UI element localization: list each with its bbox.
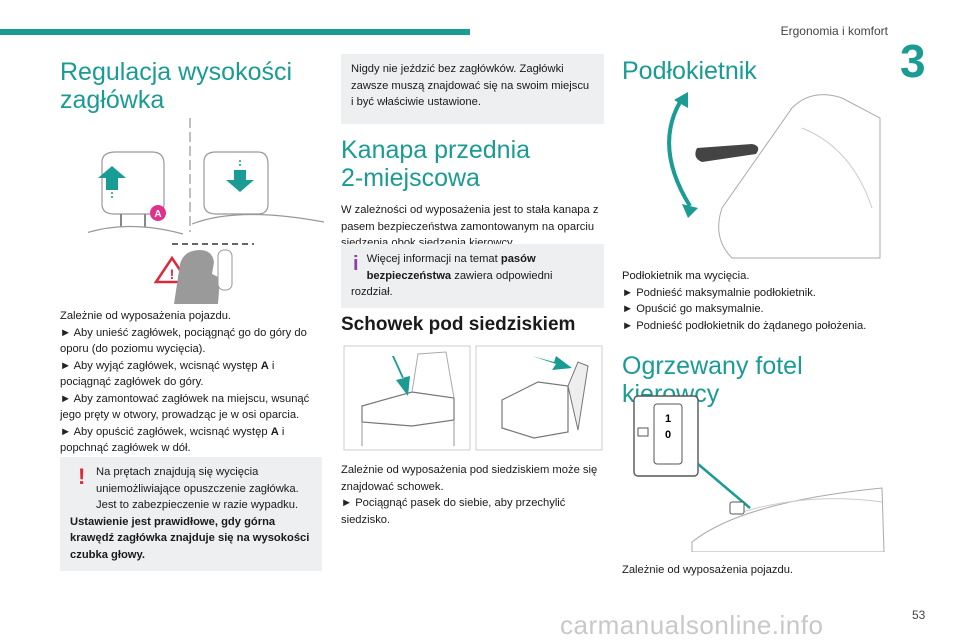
bench-title-line1: Kanapa przednia bbox=[341, 136, 531, 164]
armrest-heading-wrap: Podłokietnik bbox=[622, 57, 892, 85]
arrow-up-icon bbox=[98, 166, 126, 190]
heated-seat-illustration: 1 0 bbox=[633, 395, 885, 552]
label-a-badge bbox=[150, 205, 166, 221]
warning-row: ! Na prętach znajdują się wycięcia uniem… bbox=[70, 464, 312, 514]
storage-title: Schowek pod siedziskiem bbox=[341, 314, 576, 335]
heated-seat-text: Zależnie od wyposażenia pojazdu. bbox=[622, 562, 892, 579]
armrest-shape bbox=[695, 144, 759, 162]
bench-title: Kanapa przednia 2-miejscowa bbox=[341, 136, 604, 192]
seat-heat-icon bbox=[637, 427, 649, 437]
warning-exclamation-icon: ! bbox=[78, 464, 86, 489]
warning-text-2: Ustawienie jest prawidłowe, gdy górna kr… bbox=[70, 515, 310, 561]
headrest-bullet-2: ► Aby wyjąć zagłówek, wcisnąć występ A i… bbox=[60, 359, 275, 389]
headrest-title-line1: Regulacja wysokości bbox=[60, 58, 293, 86]
armrest-bullet-2: ► Opuścić go maksymalnie. bbox=[622, 303, 764, 315]
chapter-number: 3 bbox=[900, 35, 926, 87]
headrest-illustration: A ! bbox=[88, 118, 324, 304]
armrest-illustration bbox=[667, 92, 881, 259]
headrest-text: Zależnie od wyposażenia pojazdu. ► Aby u… bbox=[60, 308, 322, 457]
storage-description: Zależnie od wyposażenia pod siedziskiem … bbox=[341, 464, 598, 493]
arc-arrow-top-icon bbox=[674, 92, 688, 108]
label-a-text: A bbox=[154, 209, 161, 220]
head-silhouette bbox=[174, 250, 220, 304]
heat-button-icon bbox=[729, 501, 745, 515]
heated-seat-note: Zależnie od wyposażenia pojazdu. bbox=[622, 564, 794, 576]
armrest-title: Podłokietnik bbox=[622, 57, 757, 85]
arrow-down-icon bbox=[226, 170, 254, 192]
headrest-bullet-3: ► Aby zamontować zagłówek na miejscu, ws… bbox=[60, 392, 310, 422]
storage-heading-wrap: Schowek pod siedziskiem bbox=[341, 314, 604, 336]
headrest-bullet-4: ► Aby opuścić zagłówek, wcisnąć występ A… bbox=[60, 425, 285, 455]
watermark: carmanualsonline.info bbox=[560, 610, 824, 640]
storage-illustration bbox=[343, 345, 603, 451]
svg-text:!: ! bbox=[170, 266, 175, 282]
warning-text-1: Na prętach znajdują się wycięcia uniemoż… bbox=[96, 466, 299, 511]
info-text-a: Więcej informacji na temat bbox=[366, 253, 501, 265]
armrest-intro: Podłokietnik ma wycięcia. bbox=[622, 270, 750, 282]
armrest-bullet-1: ► Podnieść maksymalnie podłokietnik. bbox=[622, 286, 816, 299]
seatbelt-info-box: i Więcej informacji na temat pasów bezpi… bbox=[341, 244, 604, 308]
switch-level-1: 1 bbox=[665, 413, 671, 425]
info-text-c: zawiera odpowiedni rozdział. bbox=[351, 269, 553, 299]
page-number: 53 bbox=[912, 608, 926, 622]
armrest-rotation-arc bbox=[667, 101, 692, 208]
switch-level-0: 0 bbox=[665, 429, 671, 441]
headrest-title: Regulacja wysokości zagłówka bbox=[60, 58, 322, 114]
headrest-title-line2: zagłówka bbox=[60, 86, 165, 114]
section-title: Ergonomia i komfort bbox=[780, 24, 888, 38]
column-bench: Kanapa przednia 2-miejscowa W zależności… bbox=[341, 136, 604, 252]
headrest-bullet-1: ► Aby unieść zagłówek, pociągnąć go do g… bbox=[60, 326, 307, 356]
headrest-left-shape bbox=[101, 151, 165, 215]
column-headrest: Regulacja wysokości zagłówka bbox=[60, 58, 322, 114]
tilt-arrow-icon bbox=[532, 356, 572, 370]
info-icon: i bbox=[353, 253, 359, 275]
headrest-warning-box: ! Na prętach znajdują się wycięcia uniem… bbox=[60, 457, 322, 571]
storage-bullet-1: ► Pociągnąć pasek do siebie, aby przechy… bbox=[341, 497, 566, 526]
storage-text: Zależnie od wyposażenia pod siedziskiem … bbox=[341, 462, 604, 528]
arc-arrow-bottom-icon bbox=[682, 204, 698, 218]
bench-title-line2: 2-miejscowa bbox=[341, 164, 480, 192]
armrest-bullet-3: ► Podnieść podłokietnik do żądanego poło… bbox=[622, 319, 867, 332]
headrest-intro: Zależnie od wyposażenia pojazdu. bbox=[60, 310, 232, 322]
headrest-note-box: Nigdy nie jeździć bez zagłówków. Zagłówk… bbox=[341, 54, 604, 124]
pull-arrow-icon bbox=[392, 356, 410, 396]
info-text-b: pasów bezpieczeństwa bbox=[366, 253, 536, 282]
header-accent-bar bbox=[0, 29, 470, 35]
armrest-text: Podłokietnik ma wycięcia. ► Podnieść mak… bbox=[622, 268, 892, 334]
